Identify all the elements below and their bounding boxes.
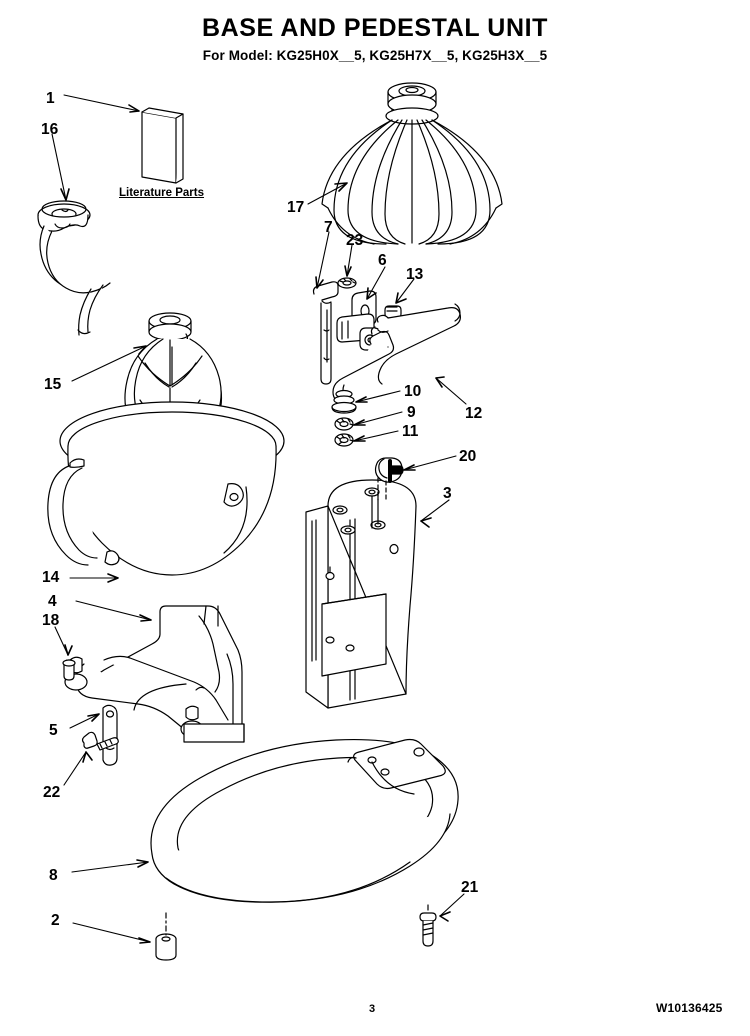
callout-4: 4 [48,593,57,610]
document-code: W10136425 [656,1001,723,1015]
leader-13 [395,278,415,304]
leader-21 [439,893,465,922]
callout-23: 23 [346,232,364,249]
callout-17: 17 [287,199,305,216]
pedestal-column-drawing [305,479,417,709]
callout-2: 2 [51,912,60,929]
callout-7: 7 [324,219,333,236]
leader-12 [435,376,467,405]
callout-21: 21 [461,879,479,896]
speed-control-knob-drawing [374,457,404,502]
leader-15 [71,345,147,382]
spring-drawing [331,389,357,414]
bowl-lift-handle-drawing [332,303,461,405]
callout-14: 14 [42,569,60,586]
leader-7 [315,231,330,289]
callout-20: 20 [459,448,477,465]
screw-base-drawing [419,904,437,947]
leader-5 [69,713,100,729]
leader-1 [63,94,140,113]
callout-18: 18 [42,612,60,629]
leader-2 [72,922,151,944]
leader-17 [307,182,348,205]
leader-22 [63,751,93,786]
callout-1: 1 [46,90,55,107]
leader-8 [71,859,149,873]
leader-3 [420,499,450,528]
lock-washer-drawing [334,433,354,447]
leader-10 [355,390,401,403]
dough-hook-drawing [37,200,111,336]
callout-10: 10 [404,383,422,400]
literature-pack-drawing [141,107,184,184]
page-number: 3 [369,1003,376,1015]
pivot-pin-drawing [62,659,76,681]
leader-11 [353,430,399,442]
bracket-drawing [102,704,118,766]
callout-6: 6 [378,252,387,269]
callout-5: 5 [49,722,58,739]
washer-drawing [334,417,354,431]
literature-parts-label: Literature Parts [119,187,205,199]
callout-8: 8 [49,867,58,884]
base-unit-drawing [150,738,459,903]
leader-20 [403,455,457,471]
leader-9 [353,411,403,426]
callout-22: 22 [43,784,61,801]
callout-9: 9 [407,404,416,421]
callout-15: 15 [44,376,62,393]
callout-13: 13 [406,266,424,283]
leader-6 [366,266,386,300]
leader-18 [54,626,73,656]
leader-23 [344,244,353,277]
leader-4 [75,600,152,622]
page-title: BASE AND PEDESTAL UNIT [201,14,549,42]
callout-12: 12 [465,405,483,422]
screw-bracket-drawing [81,731,119,751]
lift-shaft-drawing [312,281,339,385]
rubber-foot-drawing [155,912,177,961]
leader-14 [69,573,119,583]
callout-16: 16 [41,121,59,138]
callout-11: 11 [402,423,419,440]
callout-3: 3 [443,485,452,502]
wire-whip-drawing [321,82,503,245]
retaining-ring-drawing [337,277,357,289]
model-subtitle: For Model: KG25H0X__5, KG25H7X__5, KG25H… [202,48,548,63]
mixing-bowl-drawing [47,401,285,576]
leader-16 [51,133,70,201]
